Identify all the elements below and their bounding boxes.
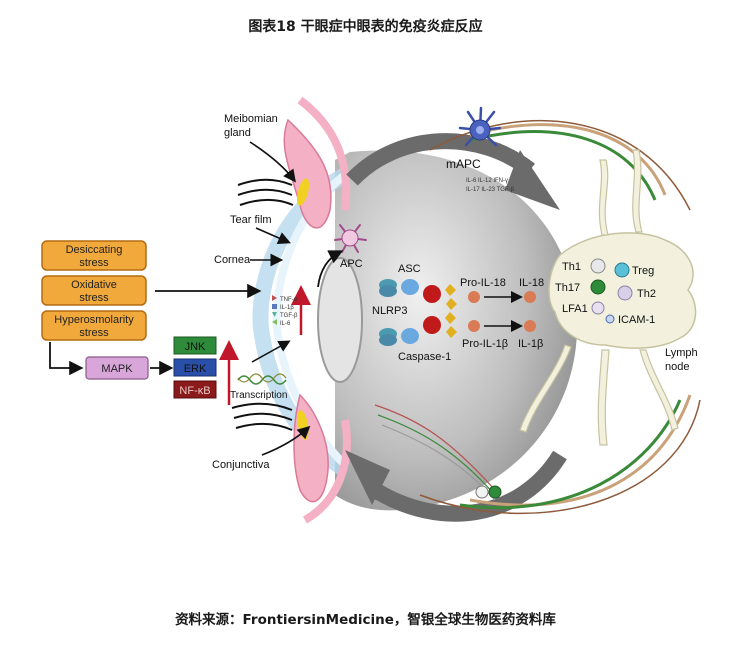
- th17-cell: [590, 279, 606, 295]
- il18-label: IL-18: [519, 277, 544, 289]
- erk-label: ERK: [184, 363, 207, 375]
- caspase-label: Caspase-1: [398, 351, 451, 363]
- stress-box-hyperosmolarity: Hyperosmolarity stress: [41, 310, 147, 341]
- treg-cell: [614, 262, 630, 278]
- transcription-arrow: [251, 340, 291, 363]
- vessel-cell-green: [488, 485, 502, 499]
- nlrp3-complex-lower: [379, 312, 457, 346]
- gray-arrow-upper: [346, 133, 535, 186]
- erk-box: [173, 358, 217, 377]
- nlrp3-label: NLRP3: [372, 305, 407, 317]
- th17-label: Th17: [555, 282, 580, 294]
- upper-lid-skin: [297, 96, 351, 211]
- eyelashes-upper: [237, 178, 294, 206]
- tear-film-arrow: [255, 227, 291, 245]
- conjunctiva-label: Conjunctiva: [212, 459, 270, 471]
- lymph-afferent-tubes: [519, 149, 679, 446]
- apc-icon: [334, 224, 367, 253]
- il1b-label: IL-1β: [518, 338, 543, 350]
- mapc-cytokines-line2: IL-17 IL-23 TGF-β: [466, 187, 515, 193]
- upper-eyelid: [283, 118, 332, 229]
- jnk-box: [173, 336, 217, 355]
- pro-il1b-label: Pro-IL-1β: [462, 338, 508, 350]
- stress-box-desiccating: Desiccating stress: [41, 240, 147, 271]
- figure-source: 资料来源：FrontiersinMedicine，智银全球生物医药资料库: [175, 612, 556, 628]
- eyelashes-lower: [231, 402, 293, 431]
- icam1-cell: [605, 314, 615, 324]
- meibomian-label-1: Meibomian: [224, 113, 278, 125]
- stress-oxidative-line2: stress: [79, 292, 109, 304]
- lower-eyelid: [293, 393, 329, 503]
- lymph-cells: [590, 258, 633, 324]
- pro-il18-label: Pro-IL-18: [460, 277, 506, 289]
- stress-desiccating-line2: stress: [79, 257, 109, 269]
- lymph-node-label-2: node: [665, 361, 689, 373]
- icam1-label: ICAM-1: [618, 314, 655, 326]
- tear-film-label: Tear film: [230, 214, 272, 226]
- gray-arrow-upper-head: [505, 150, 560, 210]
- dna-helix-1: [237, 375, 287, 385]
- asc-label: ASC: [398, 263, 421, 275]
- stress-hyperosmolarity-line2: stress: [79, 327, 109, 339]
- cytokine-list: TNF-α IL-1β TGF-β IL-6: [272, 295, 298, 327]
- mapc-label: mAPC: [446, 157, 481, 171]
- il18-dot: [524, 291, 536, 303]
- stress-box-oxidative: Oxidative stress: [41, 275, 147, 306]
- th1-cell: [590, 258, 606, 274]
- conjunctiva-arrow: [261, 425, 311, 456]
- mapc-cytokines-line1: IL-6 IL-12 IFN-γ: [466, 178, 508, 184]
- stress-oxidative-line1: Oxidative: [71, 279, 117, 291]
- apc-arrow: [317, 250, 344, 288]
- cytokine-4: IL-6: [280, 321, 291, 327]
- vessel-cell-white: [475, 485, 489, 499]
- lens: [317, 257, 363, 383]
- mapk-box: [85, 356, 149, 380]
- stress-to-mapk-arrow: [49, 342, 84, 376]
- lfa1-label: LFA1: [562, 303, 588, 315]
- jnk-label: JNK: [185, 341, 206, 353]
- cytokine-2: IL-1β: [280, 305, 294, 311]
- treg-label: Treg: [632, 265, 654, 277]
- nlrp3-complex-upper: [379, 279, 457, 310]
- lfa1-cell: [591, 301, 605, 315]
- meibomian-label-2: gland: [224, 127, 251, 139]
- cytokine-1: TNF-α: [280, 297, 298, 303]
- mapc-icon: [458, 106, 502, 147]
- gray-arrow-lower-head: [345, 450, 390, 505]
- th1-label: Th1: [562, 261, 581, 273]
- pro-il18-dot: [468, 291, 480, 303]
- transcription-label: Transcription: [230, 390, 287, 401]
- vessels: [374, 119, 701, 514]
- stress-hyperosmolarity-line1: Hyperosmolarity: [54, 314, 134, 326]
- pro-il1b-dot: [468, 320, 480, 332]
- gray-arrow-lower: [370, 450, 567, 522]
- cytokine-3: TGF-β: [280, 313, 298, 319]
- figure-title: 图表18 干眼症中眼表的免疫炎症反应: [248, 19, 483, 35]
- stress-desiccating-line1: Desiccating: [66, 244, 123, 256]
- mapk-label: MAPK: [101, 363, 133, 375]
- meibomian-arrow: [249, 141, 296, 183]
- il1b-dot: [524, 320, 536, 332]
- meibomian-gland-upper: [296, 178, 310, 206]
- lower-lid-skin: [302, 419, 351, 524]
- dna-helix-2: [237, 373, 287, 383]
- th2-label: Th2: [637, 288, 656, 300]
- nfkb-box: [173, 380, 217, 399]
- apc-label: APC: [340, 258, 363, 270]
- eye-globe: [335, 150, 578, 511]
- th2-cell: [617, 285, 633, 301]
- nfkb-label: NF-κB: [179, 385, 210, 397]
- lymph-node-label-1: Lymph: [665, 347, 698, 359]
- cornea-label: Cornea: [214, 254, 251, 266]
